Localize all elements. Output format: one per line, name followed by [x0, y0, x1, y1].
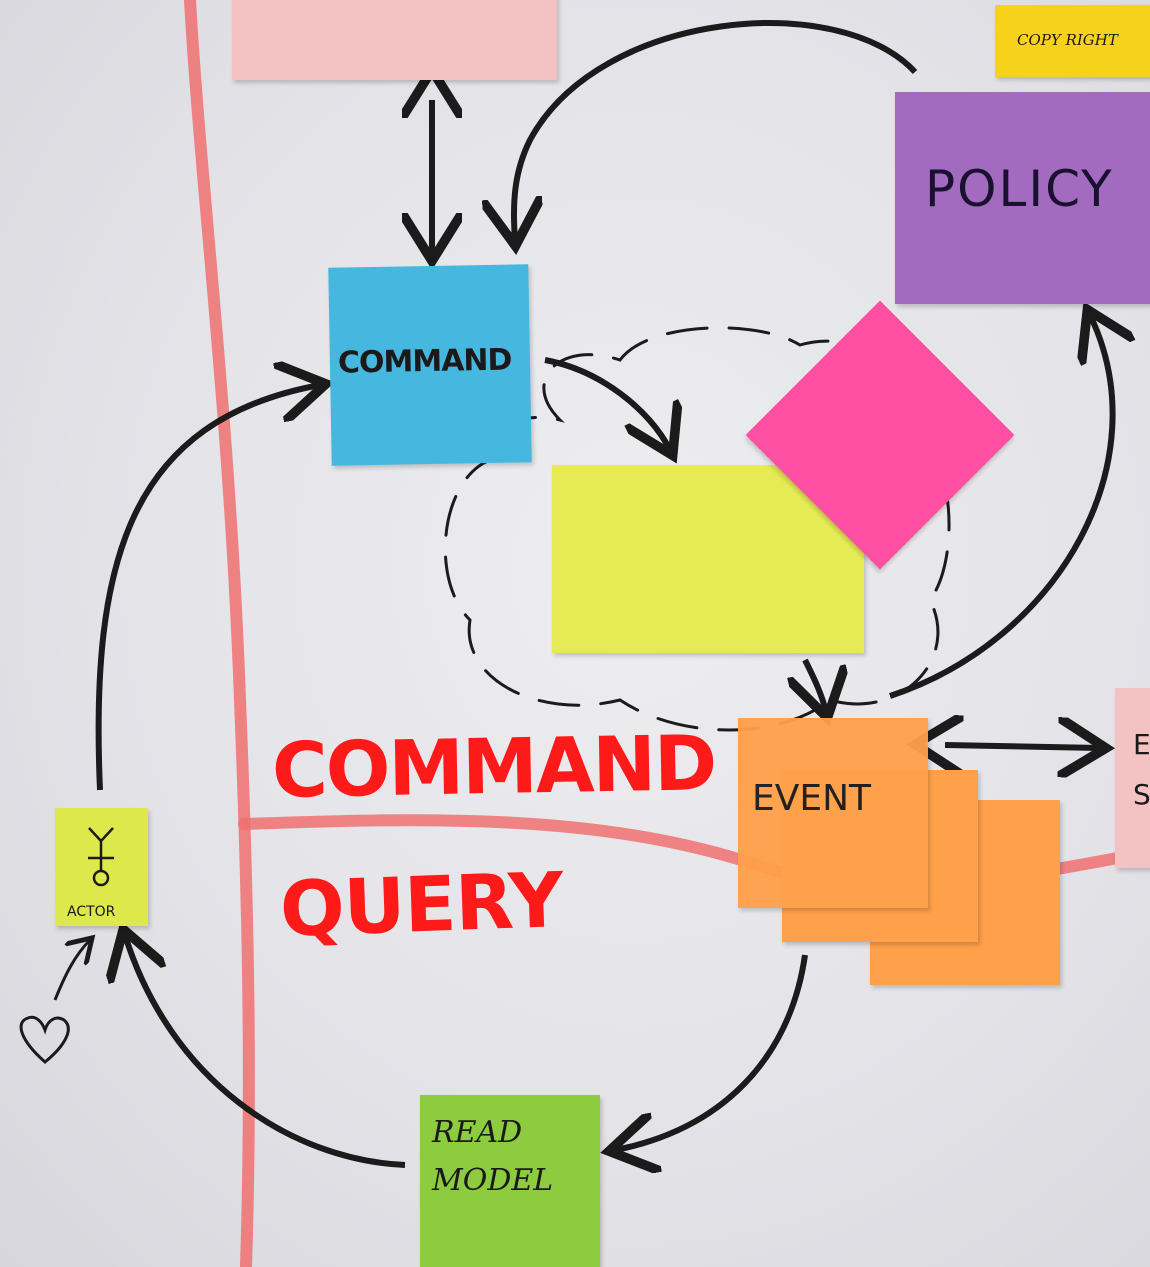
command-label: COMMAND	[337, 342, 512, 381]
arrow-readmodel-actor	[125, 935, 406, 1168]
arrow-event-system	[945, 745, 1100, 748]
read-model-line2: MODEL	[432, 1163, 554, 1198]
right-edge-text-2: S	[1133, 778, 1150, 811]
sticky-right-edge: E S	[1115, 688, 1150, 868]
copy-right-text: COPY RIGHT	[1017, 31, 1118, 49]
sticky-event: EVENT	[738, 718, 928, 908]
arrow-policy-command	[514, 20, 918, 240]
stick-figure-icon	[88, 827, 114, 887]
query-side-label: QUERY	[278, 855, 565, 954]
sticky-top-left-pink	[232, 0, 557, 80]
arrow-actor-command	[95, 385, 320, 791]
aggregate-cloud	[443, 326, 951, 732]
sticky-actor: ACTOR	[55, 808, 148, 926]
right-edge-text-1: E	[1133, 728, 1150, 761]
swimlane-vertical-line	[184, 0, 255, 1267]
arrow-aggregate-event	[805, 658, 826, 712]
arrow-heart-actor	[53, 940, 90, 1001]
arrow-event-policy	[889, 315, 1113, 699]
arrow-command-aggregate	[544, 357, 670, 450]
event-label: EVENT	[752, 778, 872, 819]
actor-label: ACTOR	[67, 904, 116, 920]
sticky-policy: POLICY	[895, 92, 1150, 304]
heart-icon	[19, 1015, 70, 1064]
policy-label: POLICY	[925, 160, 1114, 218]
command-side-label: COMMAND	[271, 718, 716, 815]
arrow-event-readmodel	[615, 954, 808, 1150]
sticky-copy-right: COPY RIGHT	[995, 5, 1150, 77]
read-model-line1: READ	[432, 1115, 523, 1150]
sticky-read-model: READ MODEL	[420, 1095, 600, 1267]
sticky-command: COMMAND	[328, 264, 532, 466]
